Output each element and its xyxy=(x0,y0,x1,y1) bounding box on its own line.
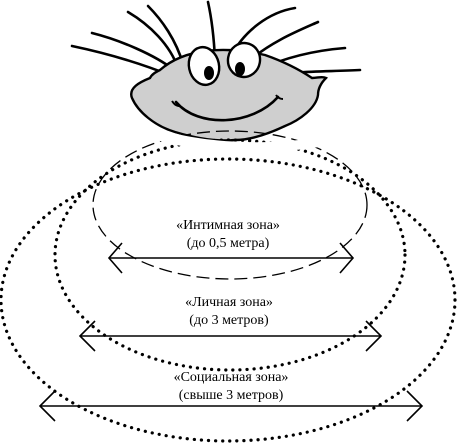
mouth xyxy=(174,95,280,122)
intimate-zone-name: «Интимная зона» xyxy=(176,218,280,233)
intimate-zone-label: «Интимная зона» (до 0,5 метра) xyxy=(176,218,280,251)
personal-zone-boundary xyxy=(53,138,407,372)
intimate-zone-arrow xyxy=(107,242,355,274)
social-zone-distance: (свыше 3 метров) xyxy=(179,388,284,403)
social-zone-label: «Социальная зона» (свыше 3 метров) xyxy=(174,370,289,403)
personal-zone-label: «Личная зона» (до 3 метров) xyxy=(185,295,273,328)
left-pupil xyxy=(204,66,214,80)
social-zone-arrow xyxy=(38,390,424,422)
social-zone-boundary xyxy=(0,157,457,443)
social-zone-name: «Социальная зона» xyxy=(174,370,289,385)
personal-zone-arrow xyxy=(78,320,383,352)
personal-zone-name: «Личная зона» xyxy=(185,295,273,310)
intimate-zone-distance: (до 0,5 метра) xyxy=(187,236,270,251)
intimate-zone-boundary xyxy=(92,130,368,280)
head-shape xyxy=(130,48,329,142)
eyes xyxy=(187,41,262,87)
personal-zone-distance: (до 3 метров) xyxy=(189,313,269,328)
character-head xyxy=(70,0,362,142)
right-pupil xyxy=(235,62,245,76)
